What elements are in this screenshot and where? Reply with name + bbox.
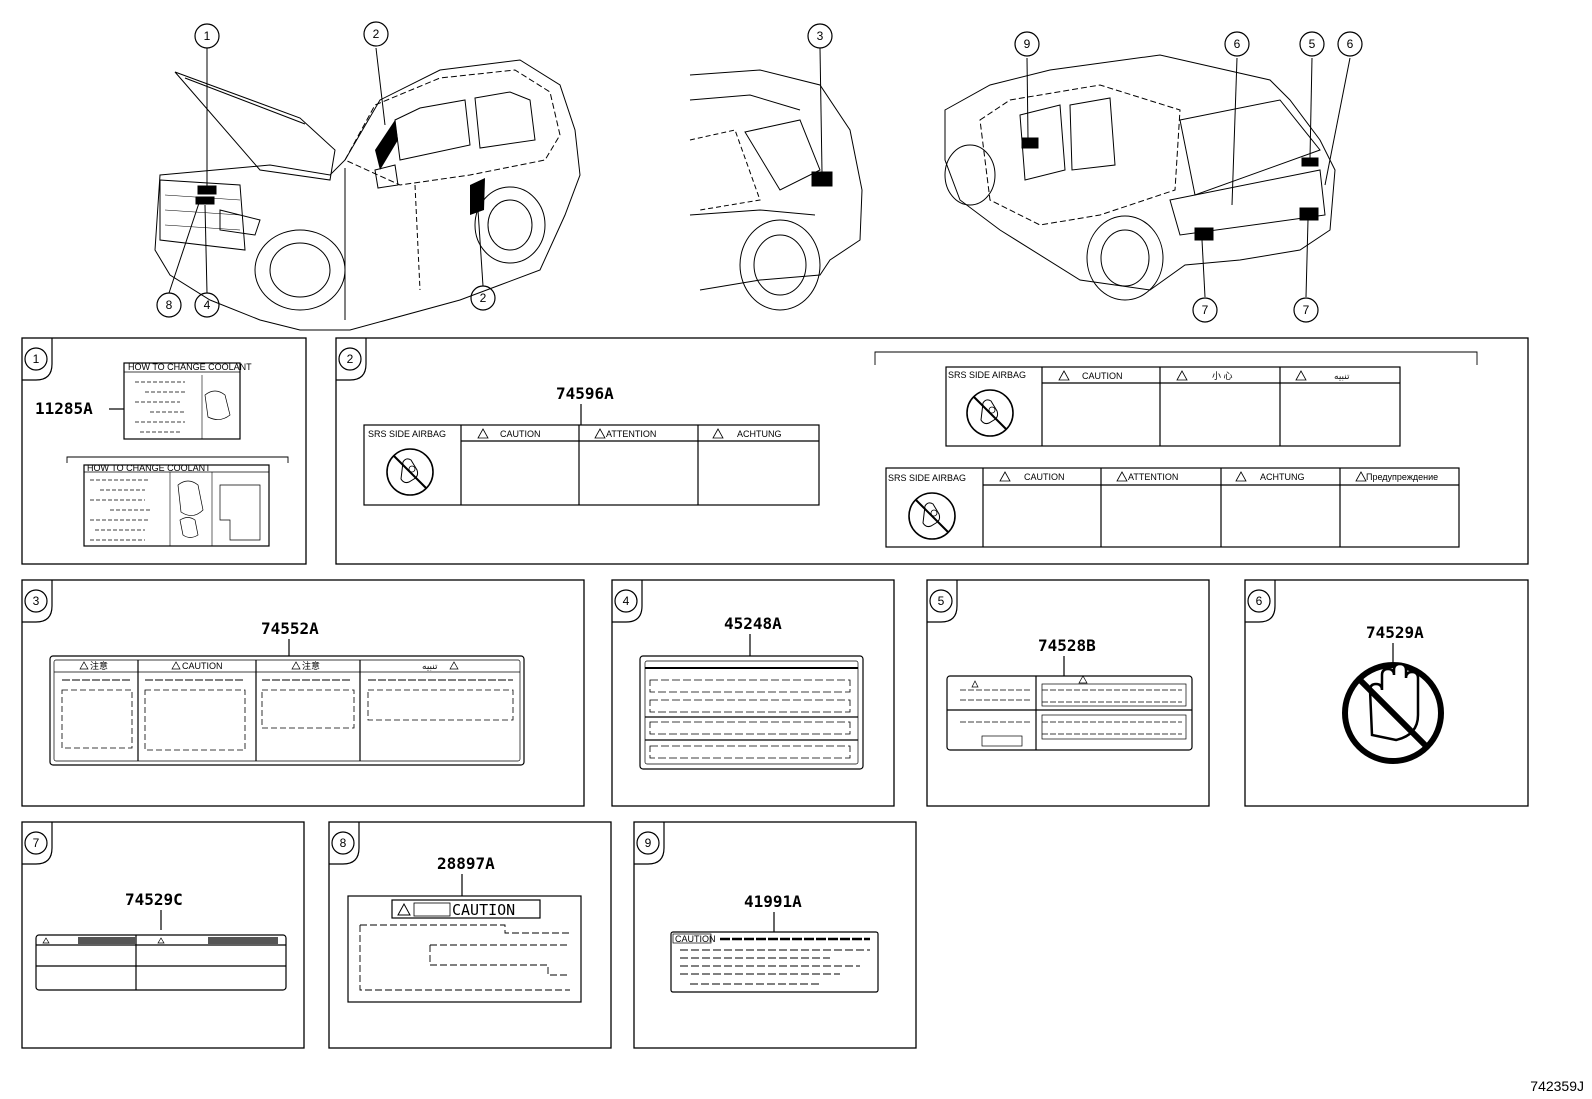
- back-door-caution-label: [946, 675, 1193, 751]
- door-caution-label: CAUTION: [670, 931, 879, 993]
- top-callout-2b: 2: [470, 285, 496, 311]
- svg-text:HOW TO CHANGE COOLANT: HOW TO CHANGE COOLANT: [128, 362, 252, 372]
- part-number-11285A: 11285A: [35, 399, 93, 418]
- no-hand-icon: [1342, 662, 1444, 764]
- svg-text:注意: 注意: [90, 660, 108, 671]
- svg-text:Предупреждение: Предупреждение: [1366, 472, 1438, 482]
- top-callout-4: 4: [194, 292, 220, 318]
- svg-text:SRS SIDE AIRBAG: SRS SIDE AIRBAG: [368, 429, 446, 439]
- svg-text:6: 6: [1347, 37, 1354, 51]
- top-callout-9: 9: [1014, 31, 1040, 57]
- panel-8-number: 8: [340, 836, 347, 850]
- svg-text:CAUTION: CAUTION: [500, 429, 541, 439]
- svg-text:5: 5: [1309, 37, 1316, 51]
- svg-text:9: 9: [1024, 37, 1031, 51]
- panel-1-number: 1: [33, 352, 40, 366]
- svg-text:2: 2: [373, 27, 380, 41]
- vehicle-rear-view: [944, 54, 1351, 301]
- svg-text:CAUTION: CAUTION: [182, 661, 223, 671]
- svg-text:ACHTUNG: ACHTUNG: [737, 429, 782, 439]
- top-callout-2a: 2: [363, 21, 389, 47]
- svg-text:小 心: 小 心: [1212, 371, 1233, 381]
- srs-airbag-label-c: SRS SIDE AIRBAG CAUTION ATTENTION ACHTUN…: [885, 467, 1460, 548]
- svg-text:تنبيه: تنبيه: [422, 661, 438, 671]
- panel-9: 9 41991A CAUTION: [633, 821, 917, 1049]
- svg-text:SRS SIDE AIRBAG: SRS SIDE AIRBAG: [888, 473, 966, 483]
- svg-text:7: 7: [1303, 303, 1310, 317]
- top-callout-8: 8: [156, 292, 182, 318]
- part-number-45248A: 45248A: [724, 614, 782, 633]
- svg-text:CAUTION: CAUTION: [452, 901, 515, 919]
- engine-caution-label: [639, 655, 864, 770]
- drawing-reference-code: 742359J: [1530, 1078, 1584, 1094]
- srs-airbag-label-b: SRS SIDE AIRBAG CAUTION 小 心 تنبيه: [945, 366, 1401, 447]
- svg-text:ATTENTION: ATTENTION: [1128, 472, 1178, 482]
- bumper-caution-label: [35, 934, 287, 991]
- top-callout-7b: 7: [1293, 297, 1319, 323]
- svg-text:HOW TO CHANGE COOLANT: HOW TO CHANGE COOLANT: [87, 463, 211, 473]
- svg-text:تنبيه: تنبيه: [1334, 371, 1350, 381]
- panel-5: 5 74528B: [926, 579, 1210, 807]
- coolant-label-large: HOW TO CHANGE COOLANT: [83, 463, 270, 547]
- vehicle-side-view: [689, 47, 863, 311]
- svg-text:4: 4: [204, 298, 211, 312]
- svg-text:ACHTUNG: ACHTUNG: [1260, 472, 1305, 482]
- top-callout-3: 3: [807, 23, 833, 49]
- svg-text:SRS SIDE AIRBAG: SRS SIDE AIRBAG: [948, 370, 1026, 380]
- top-callout-5: 5: [1299, 31, 1325, 57]
- panel-2: 2 74596A SRS SIDE AIRBAG CAUTION ATTENTI…: [335, 337, 1529, 565]
- panel-8: 8 28897A CAUTION: [328, 821, 612, 1049]
- part-number-74596A: 74596A: [556, 384, 614, 403]
- part-number-41991A: 41991A: [744, 892, 802, 911]
- svg-text:注意: 注意: [302, 660, 320, 671]
- panel-5-number: 5: [938, 594, 945, 608]
- svg-text:ATTENTION: ATTENTION: [606, 429, 656, 439]
- top-callout-7a: 7: [1192, 297, 1218, 323]
- coolant-label-small: HOW TO CHANGE COOLANT: [123, 362, 252, 440]
- panel-2-number: 2: [347, 352, 354, 366]
- svg-text:CAUTION: CAUTION: [1024, 472, 1065, 482]
- panel-7-number: 7: [33, 836, 40, 850]
- part-number-28897A: 28897A: [437, 854, 495, 873]
- panel-3-number: 3: [33, 594, 40, 608]
- vehicle-front-view: [154, 47, 581, 331]
- part-number-74552A: 74552A: [261, 619, 319, 638]
- svg-text:CAUTION: CAUTION: [1082, 371, 1123, 381]
- part-number-74529C: 74529C: [125, 890, 183, 909]
- top-callout-6a: 6: [1224, 31, 1250, 57]
- srs-airbag-label-a: SRS SIDE AIRBAG CAUTION ATTENTION ACHTUN…: [363, 424, 820, 506]
- top-callout-1: 1: [194, 23, 220, 49]
- svg-text:1: 1: [204, 29, 211, 43]
- panel-4: 4 45248A: [611, 579, 895, 807]
- panel-9-number: 9: [645, 836, 652, 850]
- part-number-74529A: 74529A: [1366, 623, 1424, 642]
- hood-caution-label: CAUTION: [347, 895, 582, 1003]
- panel-6-number: 6: [1256, 594, 1263, 608]
- panel-3: 3 74552A 注意 CAUTION 注意 تنبيه: [21, 579, 585, 807]
- top-callout-6b: 6: [1337, 31, 1363, 57]
- svg-text:8: 8: [166, 298, 173, 312]
- panel-7: 7 74529C: [21, 821, 305, 1049]
- part-number-74528B: 74528B: [1038, 636, 1096, 655]
- svg-text:CAUTION: CAUTION: [675, 934, 716, 944]
- multilingual-caution-label: 注意 CAUTION 注意 تنبيه: [49, 655, 525, 766]
- panel-4-number: 4: [623, 594, 630, 608]
- svg-text:7: 7: [1202, 303, 1209, 317]
- panel-6: 6 74529A: [1244, 579, 1529, 807]
- svg-text:6: 6: [1234, 37, 1241, 51]
- svg-text:2: 2: [480, 291, 487, 305]
- panel-1: 1 11285A HOW TO CHANGE COOLANT HOW TO CH…: [21, 337, 307, 565]
- svg-text:3: 3: [817, 29, 824, 43]
